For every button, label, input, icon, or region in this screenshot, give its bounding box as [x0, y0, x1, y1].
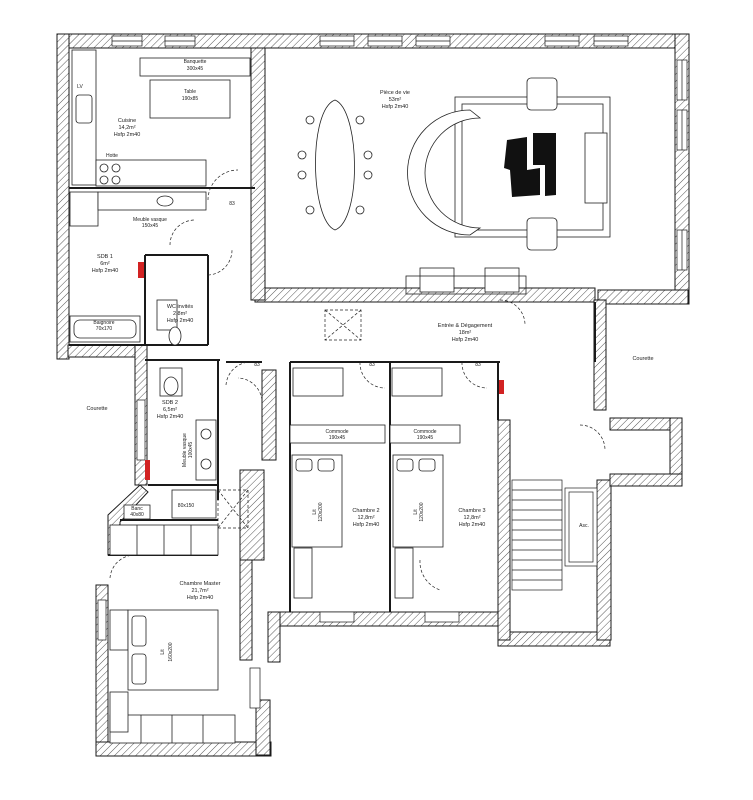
room-height-wc: Hsfp 2m40 [167, 318, 194, 324]
room-area-sdb1: 6m² [100, 261, 110, 267]
bench-size: 40x80 [130, 512, 144, 518]
room-height-chambre2: Hsfp 2m40 [353, 522, 380, 528]
vanity2-label: Meuble vasque [182, 433, 188, 467]
vanity1-label: Meuble vasque [133, 217, 167, 223]
rug-shape [504, 137, 540, 197]
room-area-chambre2: 12,8m² [357, 515, 374, 521]
room-area-living: 53m² [389, 97, 402, 103]
dresser2-label: Commode [325, 429, 348, 435]
door-markers [138, 262, 504, 480]
room-height-sdb2: Hsfp 2m40 [157, 414, 184, 420]
table-size: 190x85 [182, 96, 199, 102]
room-area-master: 21,7m² [191, 588, 208, 594]
bed2-size: 120x200 [318, 502, 324, 521]
room-area-chambre3: 12,8m² [463, 515, 480, 521]
bath2-furniture [123, 367, 217, 520]
room-name-master: Chambre Master [180, 581, 221, 587]
room-height-living: Hsfp 2m40 [382, 104, 409, 110]
bed3-label: Lit [413, 509, 419, 515]
bench-label: Banc [131, 506, 143, 512]
bed-master-size: 160x200 [168, 642, 174, 661]
bathtub-size: 70x170 [96, 326, 113, 332]
door-swings [109, 169, 606, 591]
room-name-cuisine: Cuisine [118, 118, 136, 124]
room-height-sdb1: Hsfp 2m40 [92, 268, 119, 274]
room-name-chambre3: Chambre 3 [458, 508, 485, 514]
door-width-label: 83 [475, 362, 481, 368]
door-width-label: 83 [369, 362, 375, 368]
room-area-wc: 2,8m² [173, 311, 187, 317]
lv-label: LV [77, 84, 83, 90]
dresser2-size: 190x45 [329, 435, 346, 441]
vanity1-size: 150x45 [142, 223, 159, 229]
living-furniture [297, 77, 611, 295]
door-width-label: 83 [229, 201, 235, 207]
bed3-size: 120x200 [419, 502, 425, 521]
room-name-sdb1: SDB 1 [97, 254, 113, 260]
courette-right-label: Courette [632, 356, 653, 362]
room-area-sdb2: 6,5m² [163, 407, 177, 413]
door-width-label: 83 [254, 362, 260, 368]
hotte-label: Hotte [106, 153, 118, 159]
windows [97, 35, 688, 709]
vanity2-size: 100x45 [188, 442, 194, 459]
room-area-entree: 18m² [459, 330, 472, 336]
bed-master-label: Lit [160, 649, 166, 655]
interior-partitions [69, 187, 596, 612]
room-height-entree: Hsfp 2m40 [452, 337, 479, 343]
shower-size: 80x150 [178, 503, 195, 509]
room-height-master: Hsfp 2m40 [187, 595, 214, 601]
kitchen-furniture [69, 49, 251, 346]
banquette-size: 300x45 [187, 66, 204, 72]
banquette-label: Banquette [184, 59, 207, 65]
table-label: Table [184, 89, 196, 95]
rug-shape-2 [533, 133, 556, 196]
room-name-living: Pièce de vie [380, 90, 410, 96]
master-furniture [109, 524, 236, 744]
bathtub-label: Baignoire [93, 320, 114, 326]
dresser3-size: 190x45 [417, 435, 434, 441]
bed2-label: Lit [312, 509, 318, 515]
room-area-cuisine: 14,2m² [118, 125, 135, 131]
room-name-chambre2: Chambre 2 [352, 508, 379, 514]
stairs [511, 479, 598, 591]
room-name-wc: WC invités [167, 304, 194, 310]
entry-items [217, 309, 362, 529]
room-height-cuisine: Hsfp 2m40 [114, 132, 141, 138]
room-name-sdb2: SDB 2 [162, 400, 178, 406]
lift-label: Asc. [579, 523, 589, 529]
courette-left-label: Courette [86, 406, 107, 412]
room-height-chambre3: Hsfp 2m40 [459, 522, 486, 528]
bedrooms-furniture [289, 367, 461, 599]
room-name-entree: Entrée & Dégagement [438, 323, 493, 329]
dresser3-label: Commode [413, 429, 436, 435]
